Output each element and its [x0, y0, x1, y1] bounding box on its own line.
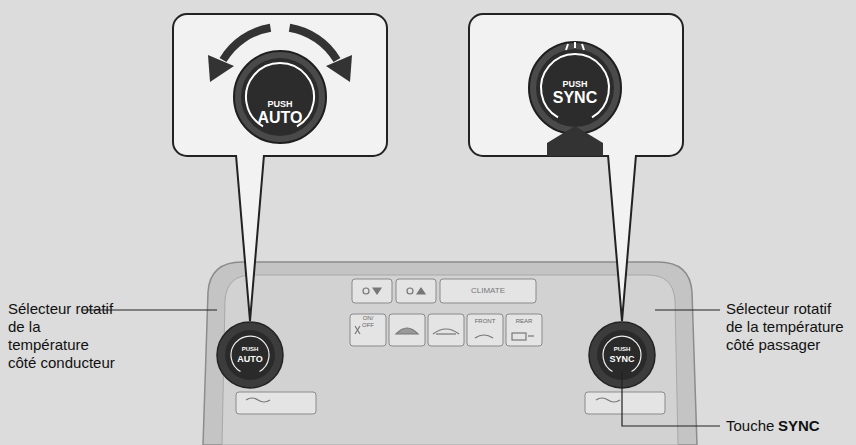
- leader-lines: [82, 310, 720, 426]
- knob-text: SYNC: [553, 88, 597, 107]
- panel-face: [222, 275, 678, 445]
- knob-text: PUSH: [562, 79, 587, 90]
- button-text: FRONT: [475, 318, 496, 325]
- part-label: Sélecteur rotatif de la température côté…: [726, 300, 850, 354]
- zoom-bubble-left: [173, 14, 387, 321]
- temperature-knob-driver: [217, 322, 283, 388]
- button-icons: [246, 288, 620, 402]
- knob-text: SYNC: [609, 354, 634, 365]
- knob-text: AUTO: [237, 354, 262, 365]
- part-label: Touche: [726, 417, 774, 435]
- button-row: [236, 279, 665, 414]
- button-text: ON/ OFF: [361, 315, 375, 329]
- part-label: Sélecteur rotatif de la température côté…: [8, 300, 120, 372]
- button-text: CLIMATE: [471, 286, 505, 296]
- button-text: REAR: [516, 318, 533, 325]
- part-label: SYNC: [778, 417, 820, 435]
- zoom-bubble-right: [469, 14, 683, 321]
- knob-text: PUSH: [267, 99, 292, 110]
- knob-text: PUSH: [614, 346, 631, 353]
- knob-text: PUSH: [242, 346, 259, 353]
- knob-text: AUTO: [257, 108, 302, 127]
